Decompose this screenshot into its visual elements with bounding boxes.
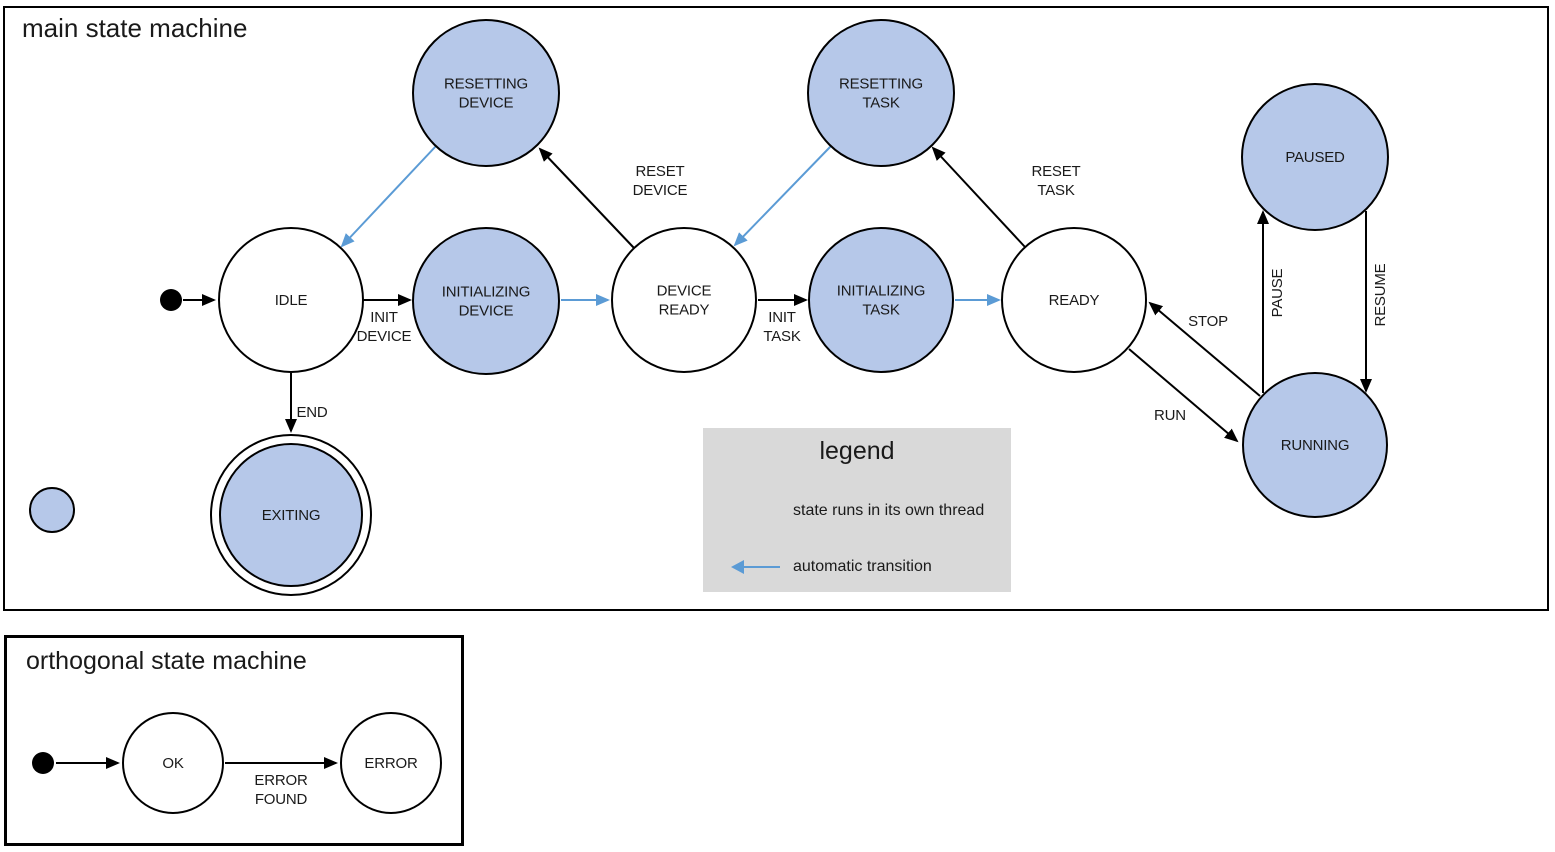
legend-auto-label: automatic transition [793, 558, 932, 575]
main-state-machine-title: main state machine [22, 13, 248, 43]
arrow-head [731, 560, 744, 574]
orthogonal-state-machine-title: orthogonal state machine [26, 647, 307, 675]
legend-thread-label: state runs in its own thread [793, 502, 985, 519]
threaded-state-icon [29, 487, 75, 533]
legend-box: legend [703, 428, 1011, 592]
legend-title: legend [819, 437, 895, 465]
arrow-shaft [739, 566, 780, 568]
automatic-transition-icon [731, 560, 780, 574]
